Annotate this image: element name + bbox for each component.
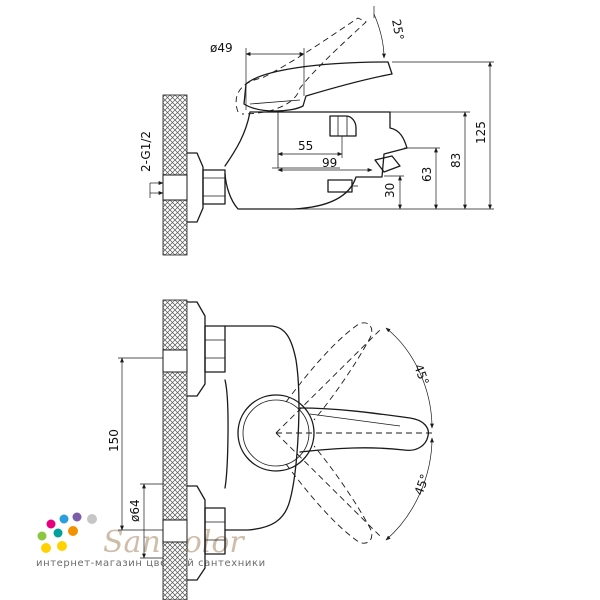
watermark-tagline: интернет-магазин цветной сантехники bbox=[36, 558, 266, 569]
logo-dot bbox=[53, 528, 63, 538]
dim-angle-25: 25° bbox=[389, 18, 406, 41]
logo-dots bbox=[37, 512, 97, 553]
wall-inlet-upper bbox=[162, 349, 188, 373]
dim-dia-inlet: ø64 bbox=[128, 499, 142, 522]
logo-dot bbox=[59, 514, 69, 524]
upper-eccentric bbox=[204, 325, 226, 373]
dim-dia-49: ø49 bbox=[210, 41, 233, 55]
logo-dot bbox=[87, 514, 97, 524]
watermark-logo: SanColor интернет-магазин цветной сантех… bbox=[36, 512, 266, 569]
side-view: 25° ø49 2-G1/2 55 99 30 63 83 bbox=[139, 6, 494, 256]
dim-30: 30 bbox=[383, 183, 397, 198]
faucet-body bbox=[224, 111, 408, 210]
wall-inlet-side bbox=[162, 174, 188, 201]
upper-nut bbox=[186, 301, 206, 397]
logo-dot bbox=[46, 519, 56, 529]
lever-rotated-right bbox=[285, 445, 373, 544]
eccentric-fitting bbox=[202, 169, 226, 205]
wall-inlet-lower bbox=[162, 519, 188, 543]
lever-top-view bbox=[299, 407, 430, 453]
top-view: 45° 45° 150 ø64 bbox=[107, 299, 434, 600]
dim-angle-45-upper: 45° bbox=[411, 362, 431, 387]
body-inner-edge bbox=[224, 379, 229, 489]
thread-spec: 2-G1/2 bbox=[139, 131, 153, 172]
lever-rotated-left bbox=[285, 322, 373, 421]
faucet-body-top bbox=[224, 325, 300, 531]
logo-dot bbox=[41, 543, 51, 553]
dim-83: 83 bbox=[449, 153, 463, 168]
dim-63: 63 bbox=[420, 167, 434, 182]
wall-section-top bbox=[162, 299, 188, 600]
logo-dot bbox=[72, 512, 82, 522]
cartridge-circle bbox=[237, 394, 315, 472]
dim-99: 99 bbox=[322, 156, 337, 170]
lever-raised-position bbox=[235, 17, 367, 115]
dim-150: 150 bbox=[107, 429, 121, 452]
diverter-knob bbox=[329, 115, 357, 137]
logo-dot bbox=[37, 531, 47, 541]
logo-dot bbox=[57, 541, 67, 551]
logo-dot bbox=[68, 526, 78, 536]
lower-eccentric bbox=[204, 507, 226, 555]
shower-outlet bbox=[374, 155, 401, 173]
dim-125: 125 bbox=[474, 121, 488, 144]
lever-handle bbox=[243, 61, 393, 112]
wall-nut bbox=[186, 152, 204, 223]
dim-55: 55 bbox=[298, 139, 313, 153]
dim-angle-45-lower: 45° bbox=[412, 472, 432, 497]
